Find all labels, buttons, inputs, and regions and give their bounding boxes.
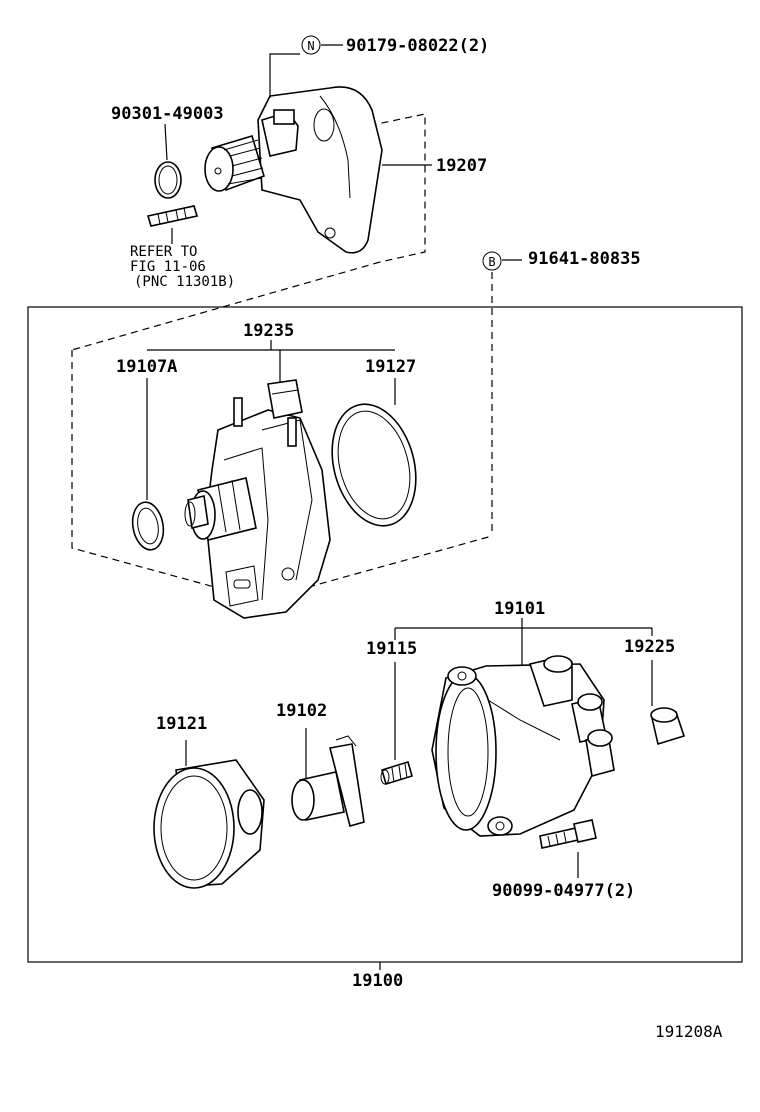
label-19235: 19235 (243, 321, 294, 341)
label-19115: 19115 (366, 639, 417, 659)
label-90301-49003: 90301-49003 (111, 104, 224, 124)
label-90179-08022: 90179-08022(2) (346, 36, 489, 56)
label-19107a: 19107A (116, 357, 177, 377)
stud-bolt (146, 205, 199, 227)
label-19225: 19225 (624, 637, 675, 657)
refer-note-line1: REFER TO (130, 244, 197, 260)
assembly-frame (27, 306, 743, 963)
label-91641-80835: 91641-80835 (528, 249, 641, 269)
distributor-cap-19101 (431, 655, 615, 837)
spring-19115 (380, 760, 413, 786)
cap-terminal-19225 (650, 707, 686, 746)
o-ring-19107a (131, 501, 165, 551)
label-19207: 19207 (436, 156, 487, 176)
n-badge-icon (301, 35, 321, 55)
n-badge-letter: N (307, 39, 314, 53)
label-19102: 19102 (276, 701, 327, 721)
label-90099-04977: 90099-04977(2) (492, 881, 635, 901)
label-19121: 19121 (156, 714, 207, 734)
housing-part-19207 (204, 86, 426, 263)
cap-screw-90099-04977 (539, 819, 597, 849)
refer-note-line3: (PNC 11301B) (134, 274, 235, 290)
b-badge-letter: B (488, 255, 495, 269)
rotor-19102 (291, 735, 365, 827)
label-19101: 19101 (494, 599, 545, 619)
b-badge-icon (482, 251, 502, 271)
o-ring-90301-49003 (154, 161, 182, 199)
refer-note-line2: FIG 11-06 (130, 259, 206, 275)
assembly-number-label: 19100 (352, 971, 403, 991)
diagram-id-label: 191208A (655, 1022, 723, 1041)
label-19127: 19127 (365, 357, 416, 377)
ignitor-assembly-19235 (184, 379, 331, 619)
gasket-19127 (331, 403, 417, 527)
dust-cover-19121 (153, 759, 265, 889)
